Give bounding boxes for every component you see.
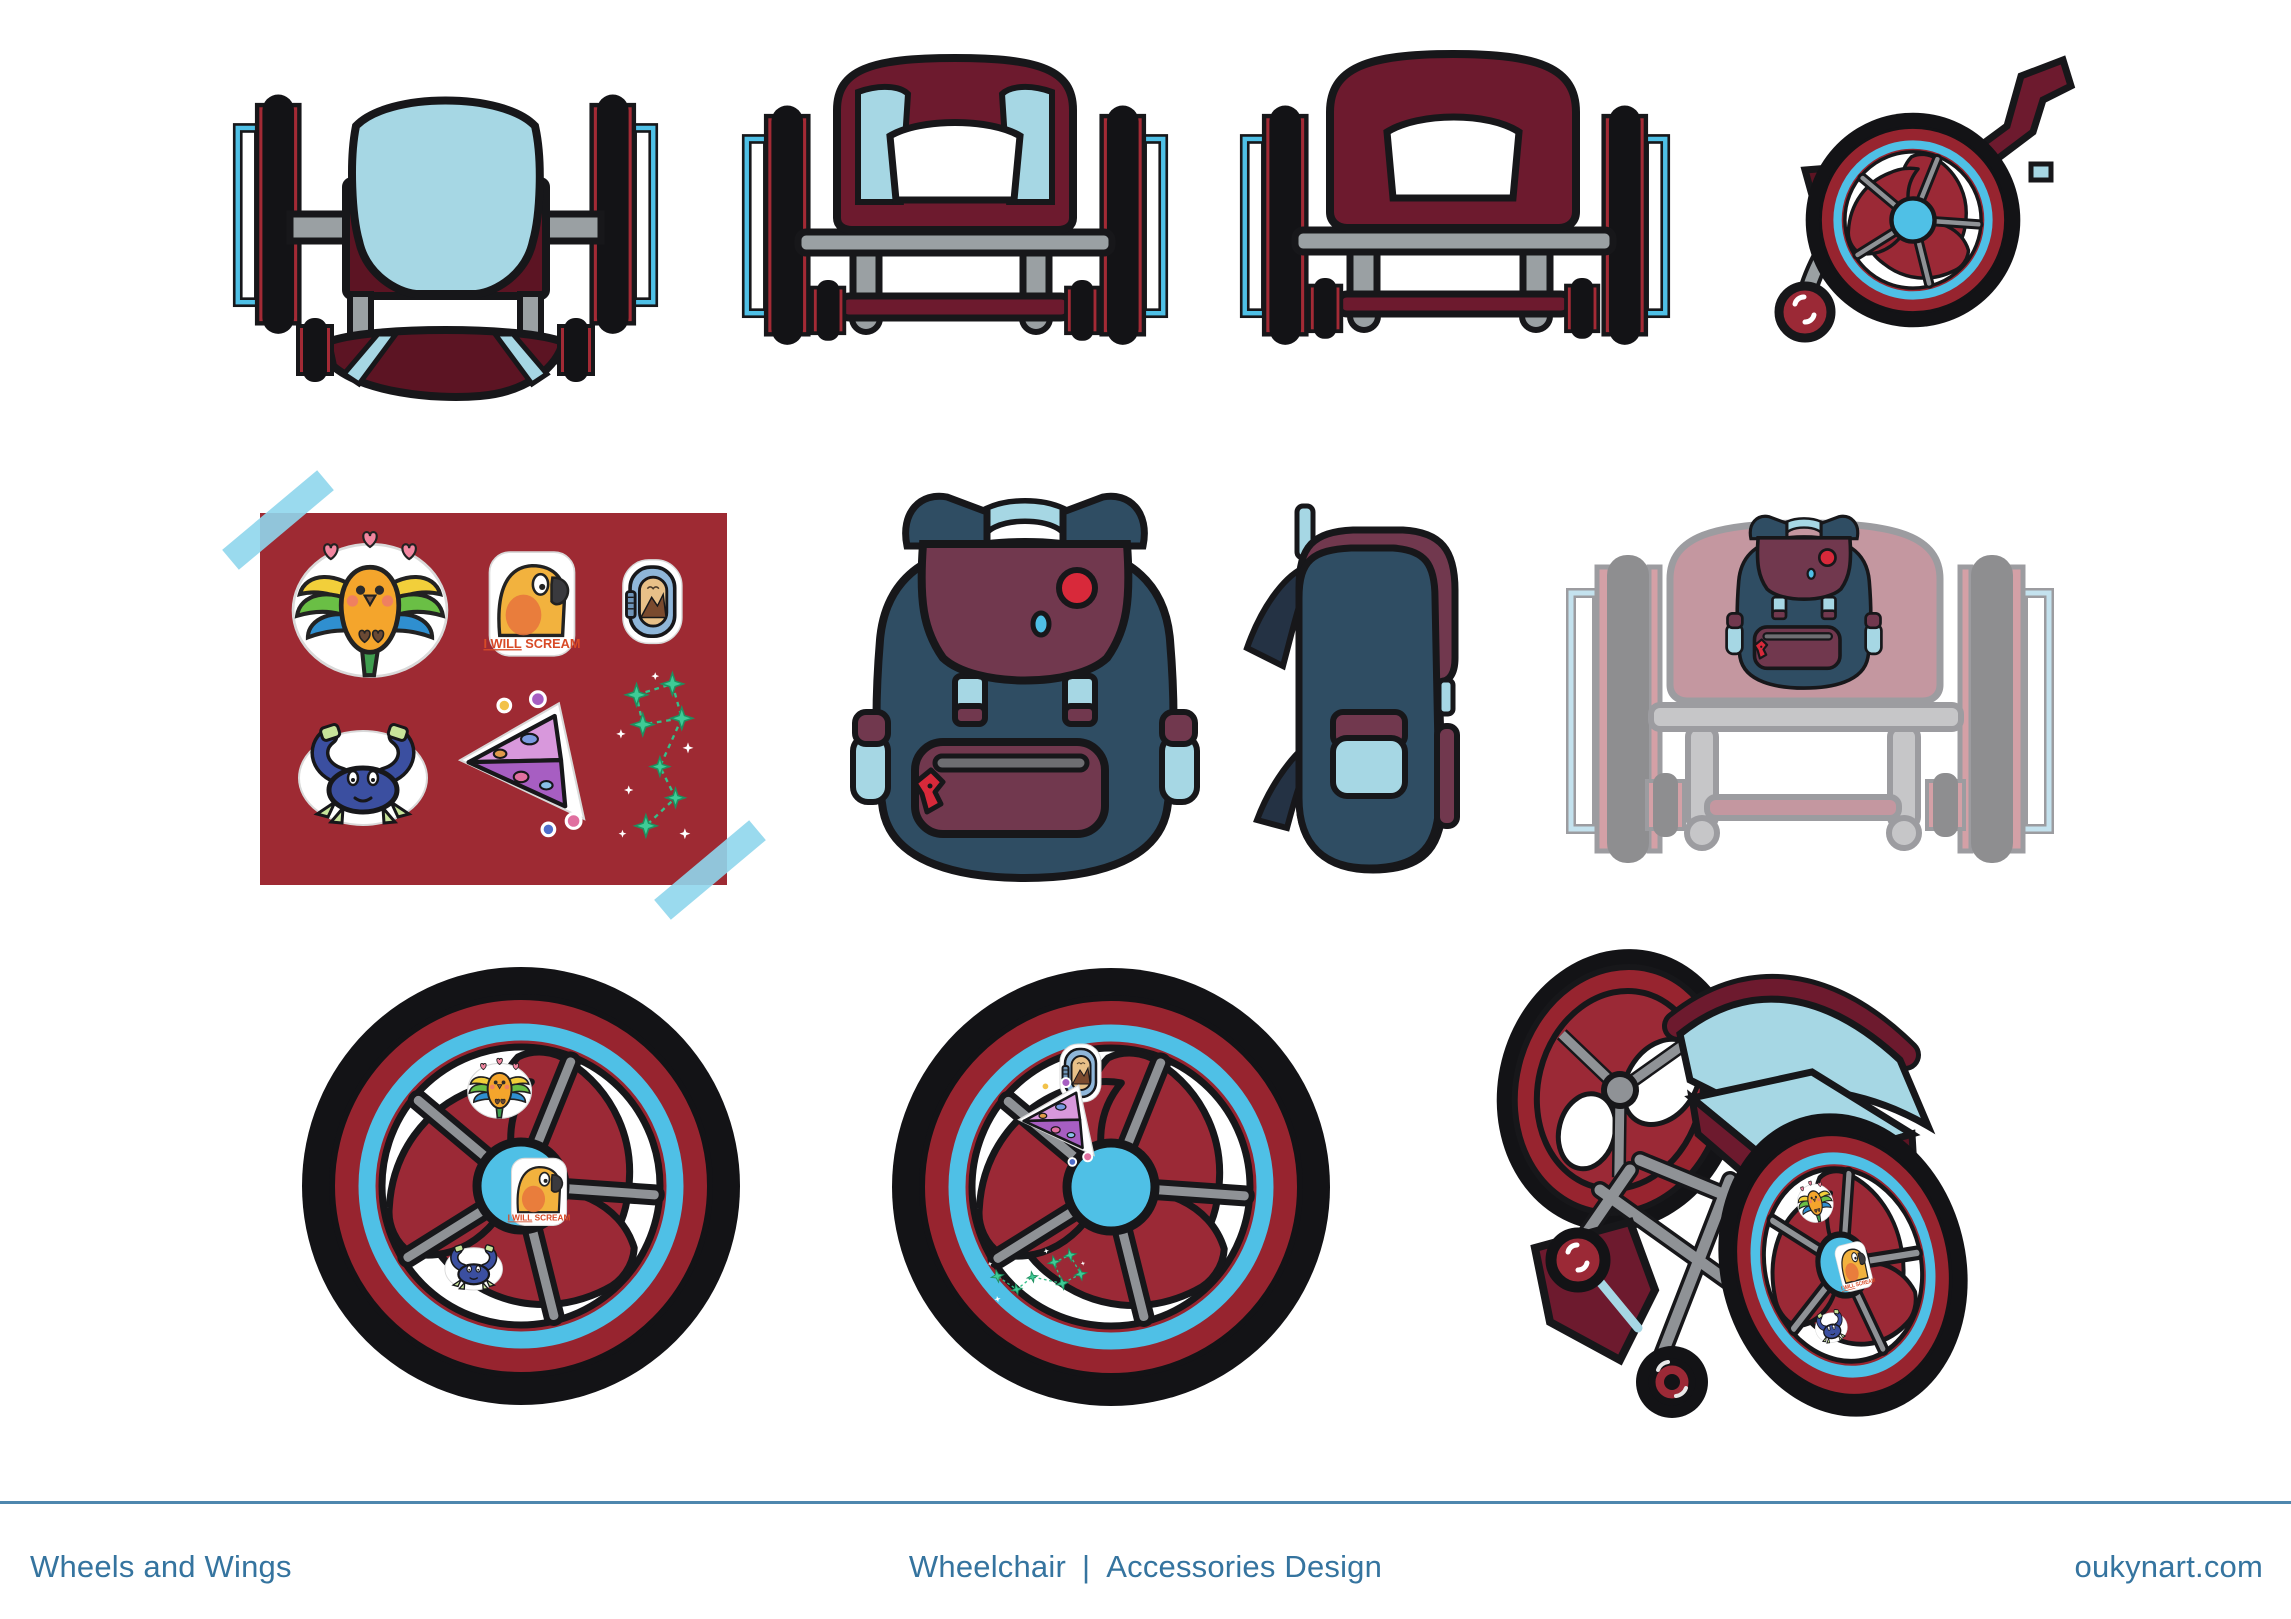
wheelchair-back-view-frame — [1235, 49, 1675, 350]
backrest-rail — [1667, 978, 1916, 1066]
axle-bar — [794, 228, 1116, 257]
footer-divider — [0, 1501, 2291, 1504]
backpack-front-view — [845, 480, 1205, 892]
frame-tubes — [1559, 1151, 1819, 1369]
pocket-bottom — [1330, 735, 1408, 799]
backpack-side-view — [1243, 503, 1460, 874]
backpack-mounted-on-wheelchair-view — [1566, 515, 2054, 863]
subtitle-subject: Wheelchair — [908, 1549, 1066, 1584]
subtitle-category: Accessories Design — [1106, 1549, 1383, 1584]
tape-top-left — [222, 470, 334, 570]
front-caster — [1545, 1227, 1611, 1293]
drive-wheel-with-stickers-right — [886, 962, 1336, 1412]
front-pocket-side — [1434, 723, 1460, 829]
caster-wheel — [1774, 281, 1836, 343]
sticker-sheet — [222, 470, 766, 920]
wheelchair-side-view — [1774, 55, 2076, 343]
drive-wheel-with-stickers-left — [296, 961, 746, 1411]
lower-bar — [1334, 290, 1574, 318]
backrest-cushion — [348, 96, 544, 298]
tape-bottom-right — [654, 820, 766, 920]
project-title: Wheels and Wings — [30, 1549, 292, 1584]
axle-bar — [1291, 226, 1617, 256]
wheelchair-isometric-view — [1496, 949, 2040, 1442]
website-url: oukynart.com — [2074, 1549, 2263, 1584]
wheelchair-back-view-upholstered — [740, 53, 1170, 350]
wheelchair-front-view — [228, 66, 663, 401]
subtitle-separator: | — [1081, 1549, 1091, 1584]
sheet-subtitle: Wheelchair | Accessories Design — [0, 1549, 2291, 1585]
axle-left — [286, 210, 356, 245]
backrest-cutout — [1383, 113, 1523, 202]
body-side — [1295, 544, 1443, 872]
backrest-cutout — [886, 119, 1024, 204]
lower-bar — [836, 292, 1074, 322]
